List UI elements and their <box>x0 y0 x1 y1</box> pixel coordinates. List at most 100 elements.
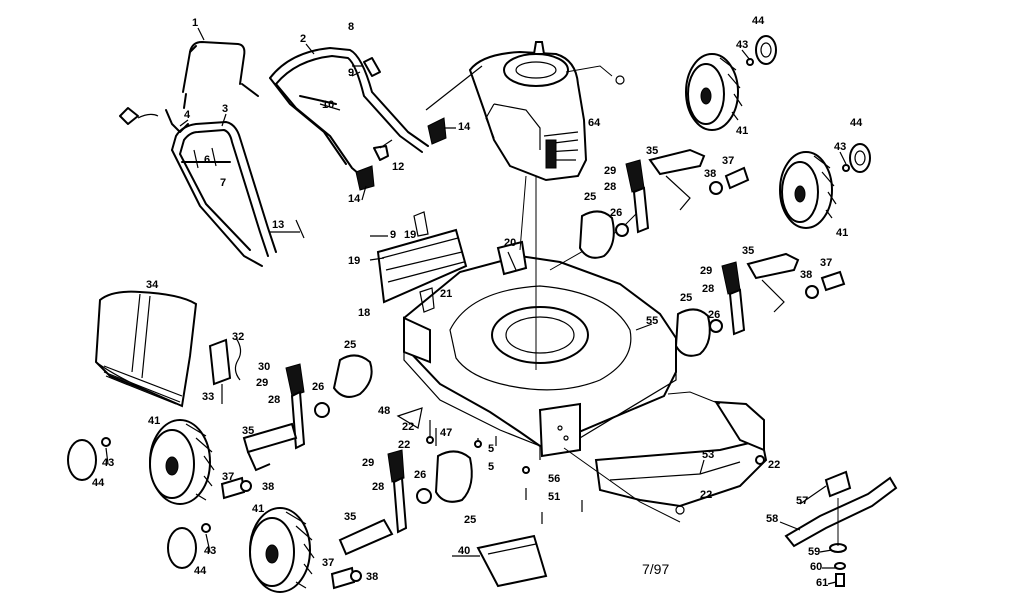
callout-58: 58 <box>766 513 778 525</box>
right-rear-wheel-part <box>685 53 743 131</box>
blade-assembly-part <box>784 470 898 587</box>
callout-41c: 41 <box>736 125 748 137</box>
callout-25d: 25 <box>680 292 692 304</box>
callout-28b: 28 <box>372 481 384 493</box>
callout-44a: 44 <box>92 477 105 489</box>
callout-57: 57 <box>796 495 808 507</box>
right-front-adjuster-part <box>674 252 846 357</box>
callout-26a: 26 <box>312 381 324 393</box>
discharge-chute-part <box>563 391 768 523</box>
mulch-plate-part <box>476 534 548 588</box>
callout-37b: 37 <box>322 557 334 569</box>
callout-37a: 37 <box>222 471 234 483</box>
control-bail-part <box>119 107 305 267</box>
callout-33: 33 <box>202 391 214 403</box>
callout-37c: 37 <box>722 155 734 167</box>
callout-34: 34 <box>146 279 159 291</box>
callout-41a: 41 <box>148 415 160 427</box>
mulch-plug-part <box>208 337 242 404</box>
callout-43d: 43 <box>834 141 846 153</box>
callout-53: 53 <box>702 449 714 461</box>
callout-41b: 41 <box>252 503 264 515</box>
callout-25c: 25 <box>584 191 596 203</box>
callout-28d: 28 <box>702 283 714 295</box>
left-axle-hardware <box>220 422 394 590</box>
callout-25a: 25 <box>344 339 356 351</box>
callout-7: 7 <box>220 177 226 189</box>
callout-14a: 14 <box>458 121 471 133</box>
callout-30: 30 <box>258 361 270 373</box>
callout-60: 60 <box>810 561 822 573</box>
callout-48: 48 <box>378 405 390 417</box>
callout-22c: 22 <box>700 489 712 501</box>
callout-38d: 38 <box>800 269 812 281</box>
callout-2: 2 <box>300 33 306 45</box>
callout-22b: 22 <box>768 459 780 471</box>
front-height-adjuster-part <box>387 449 473 534</box>
callout-37d: 37 <box>820 257 832 269</box>
callout-26b: 26 <box>414 469 426 481</box>
engine-part <box>425 41 625 182</box>
callout-1: 1 <box>192 17 198 29</box>
callout-43c: 43 <box>736 39 748 51</box>
lower-handle-part <box>269 47 447 191</box>
callout-19a: 19 <box>404 229 416 241</box>
callout-41d: 41 <box>836 227 848 239</box>
callout-21: 21 <box>440 288 452 300</box>
callout-22d: 22 <box>402 421 414 433</box>
upper-handle-part <box>182 41 259 109</box>
mower-deck-part <box>403 175 677 460</box>
callout-26c: 26 <box>610 207 622 219</box>
callout-5a: 5 <box>488 443 494 455</box>
callout-44d: 44 <box>850 117 863 129</box>
callout-59: 59 <box>808 546 820 558</box>
callout-44b: 44 <box>194 565 207 577</box>
callout-47: 47 <box>440 427 452 439</box>
callout-38a: 38 <box>262 481 274 493</box>
callout-20: 20 <box>504 237 516 249</box>
callout-8: 8 <box>348 21 354 33</box>
rear-height-adjuster-part <box>285 354 373 450</box>
grass-bag-part <box>94 290 198 408</box>
hub-caps <box>67 35 871 569</box>
callout-38b: 38 <box>366 571 378 583</box>
callout-40: 40 <box>458 545 470 557</box>
left-front-wheel-part <box>249 507 315 593</box>
callout-3: 3 <box>222 103 228 115</box>
callout-35a: 35 <box>242 425 254 437</box>
callout-18: 18 <box>358 307 370 319</box>
callout-29d: 29 <box>700 265 712 277</box>
callout-44c: 44 <box>752 15 765 27</box>
handle-hardware <box>351 57 393 161</box>
rear-flap-part <box>369 211 468 304</box>
callout-28c: 28 <box>604 181 616 193</box>
leader-lines <box>105 27 847 585</box>
callout-4: 4 <box>184 109 191 121</box>
callout-25b: 25 <box>464 514 476 526</box>
callout-29c: 29 <box>604 165 616 177</box>
callout-56: 56 <box>548 473 560 485</box>
callout-35c: 35 <box>646 145 658 157</box>
right-rear-adjuster-part <box>578 148 750 259</box>
callout-61: 61 <box>816 577 828 589</box>
callout-64: 64 <box>588 117 601 129</box>
callout-22a: 22 <box>398 439 410 451</box>
callout-29b: 29 <box>362 457 374 469</box>
callout-14b: 14 <box>348 193 361 205</box>
callout-29a: 29 <box>256 377 268 389</box>
callout-12: 12 <box>392 161 404 173</box>
callout-38c: 38 <box>704 168 716 180</box>
callout-32: 32 <box>232 331 244 343</box>
callout-9a: 9 <box>348 67 354 79</box>
callout-6: 6 <box>204 154 210 166</box>
callout-28a: 28 <box>268 394 280 406</box>
left-rear-wheel-part <box>149 419 215 505</box>
callout-51: 51 <box>548 491 560 503</box>
callout-10: 10 <box>322 99 334 111</box>
callout-35d: 35 <box>742 245 754 257</box>
date-code: 7/97 <box>642 561 669 577</box>
callout-55: 55 <box>646 315 658 327</box>
deck-bolts <box>396 407 765 524</box>
callout-19b: 19 <box>348 255 360 267</box>
right-front-wheel-part <box>779 151 837 229</box>
